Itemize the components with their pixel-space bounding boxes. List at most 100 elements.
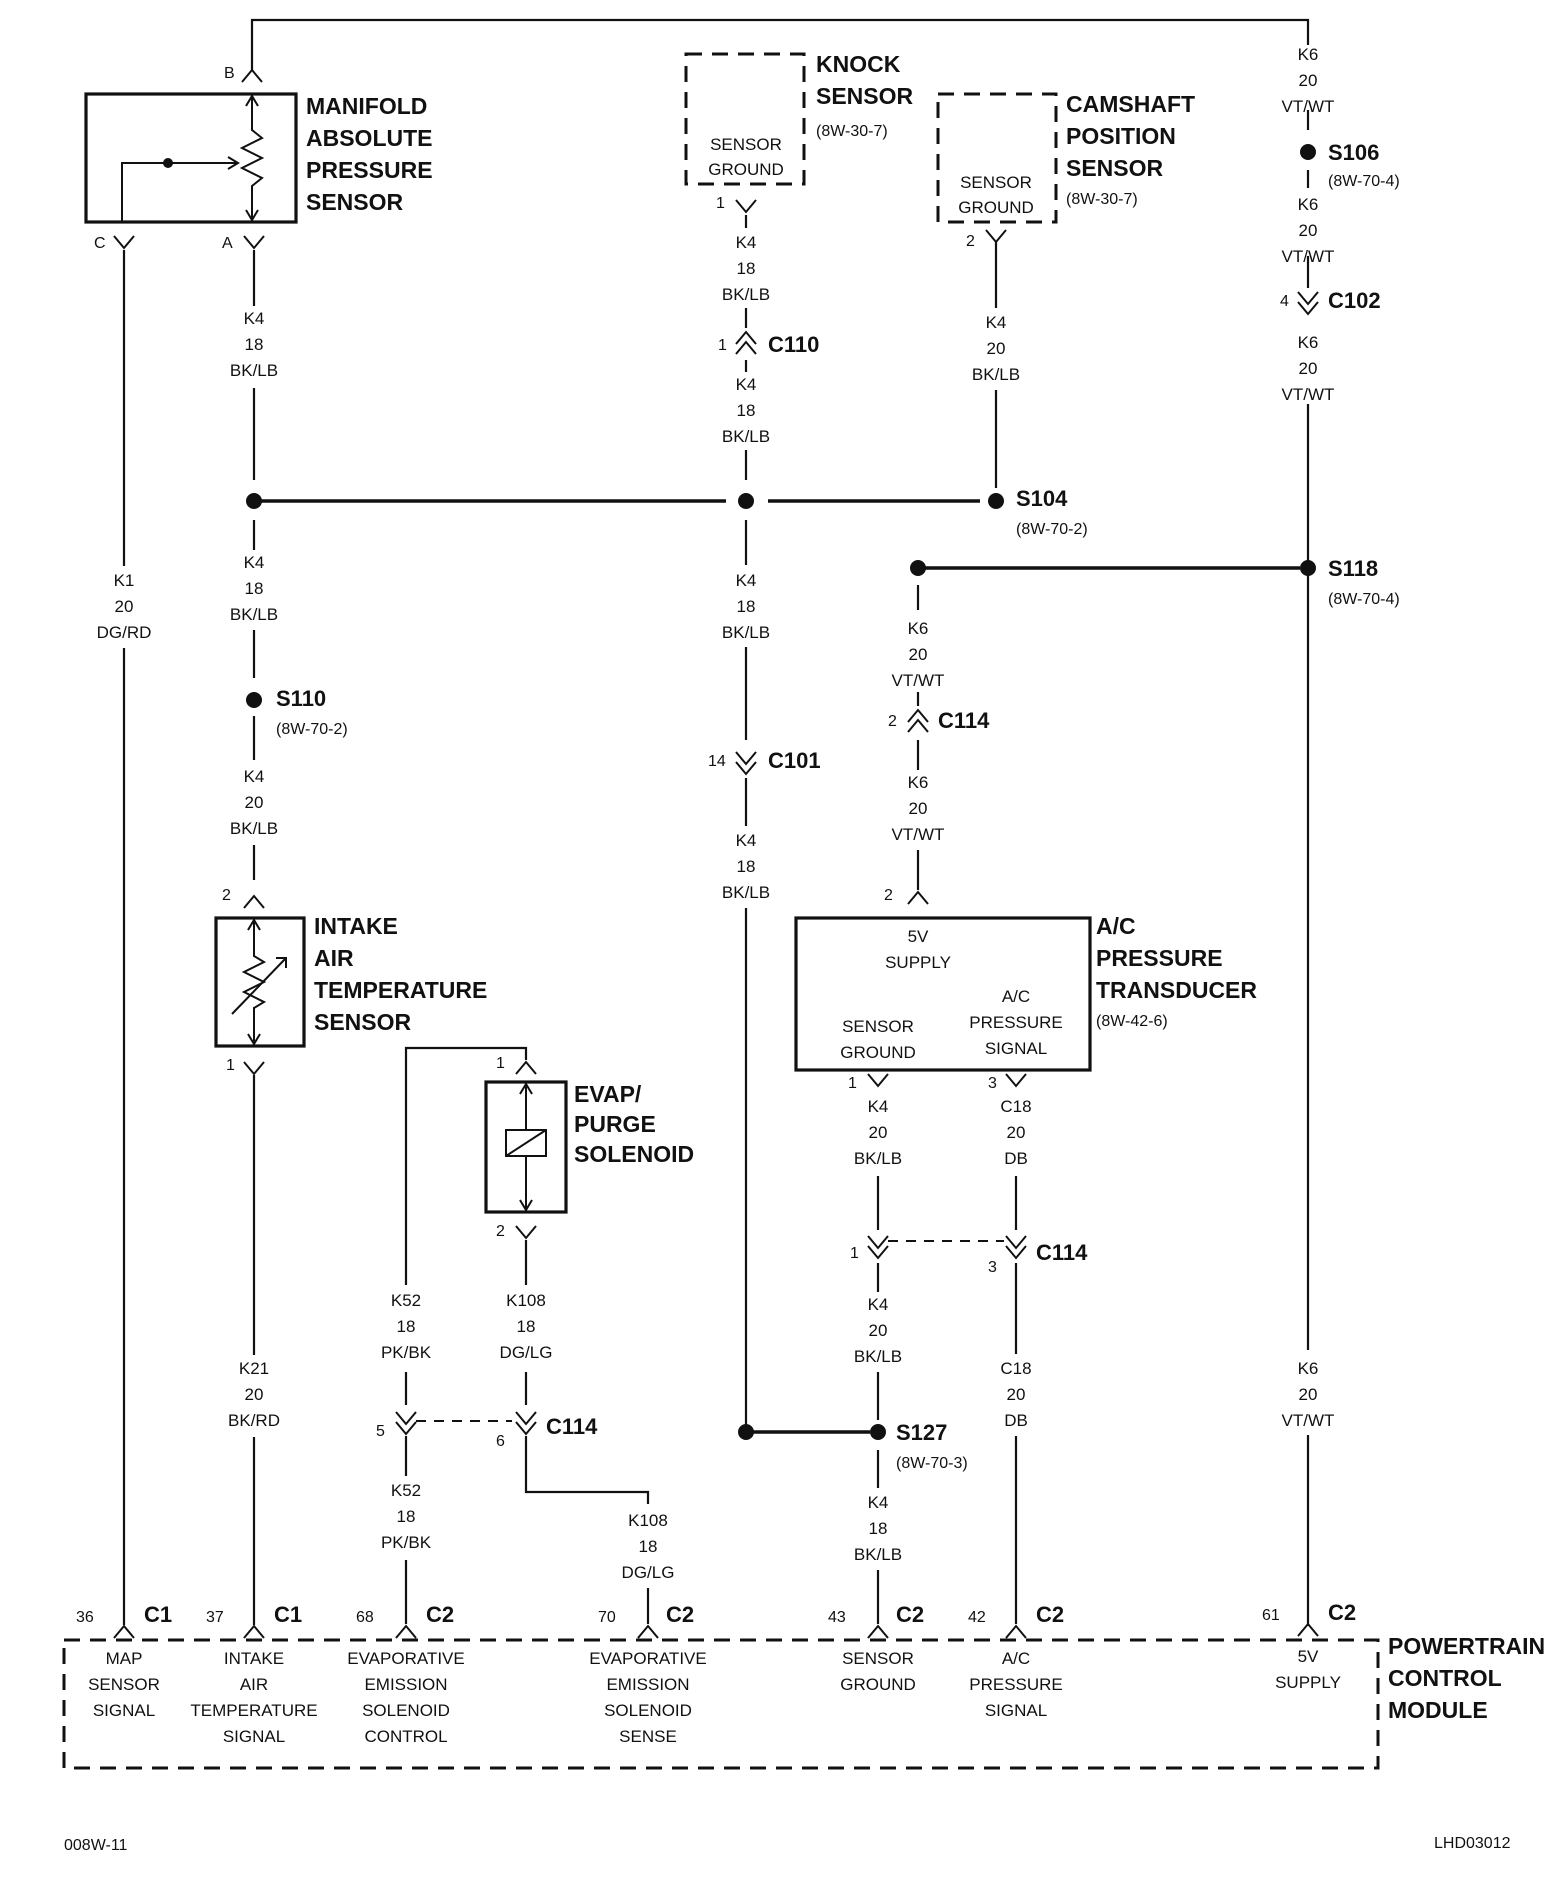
cam-ref: (8W-30-7) bbox=[1066, 191, 1138, 208]
knock-ref: (8W-30-7) bbox=[816, 123, 888, 140]
pcm-title-1: POWERTRAIN bbox=[1388, 1633, 1545, 1659]
terminal-map-c bbox=[113, 235, 135, 250]
wire-circuit: K108 bbox=[506, 1291, 546, 1310]
wire-circuit: K4 bbox=[244, 309, 265, 328]
knock-title-1: KNOCK bbox=[816, 51, 901, 77]
pcm-terminal-label: PRESSURE bbox=[969, 1675, 1063, 1694]
splice-labels: S104 (8W-70-2) S106 (8W-70-4) S110 (8W-7… bbox=[276, 140, 1400, 1472]
wire-gauge: 18 bbox=[737, 401, 756, 420]
connector-c114-k108-symbol bbox=[515, 1411, 537, 1436]
s110-name: S110 bbox=[276, 686, 326, 711]
wire-gauge: 18 bbox=[639, 1537, 658, 1556]
wire-circuit: K4 bbox=[736, 375, 757, 394]
pcm-terminal-label: SENSOR bbox=[842, 1649, 914, 1668]
pcm-terminal-label: TEMPERATURE bbox=[190, 1701, 317, 1720]
splice-dot-s127 bbox=[870, 1424, 886, 1440]
s118-ref: (8W-70-4) bbox=[1328, 591, 1400, 608]
terminal-iat-1 bbox=[243, 1061, 265, 1076]
wire-label-ac-k4-low: K4 18 BK/LB bbox=[854, 1493, 902, 1564]
pcm-terminal-36: 36 C1 MAP SENSOR SIGNAL bbox=[76, 1602, 172, 1720]
terminal-pcm-37 bbox=[243, 1624, 265, 1639]
iat-title-1: INTAKE bbox=[314, 913, 398, 939]
wire-color: BK/LB bbox=[972, 365, 1020, 384]
wire-gauge: 20 bbox=[115, 597, 134, 616]
wire-gauge: 20 bbox=[987, 339, 1006, 358]
cam-title-2: POSITION bbox=[1066, 123, 1176, 149]
iat-pin-top: 2 bbox=[222, 887, 231, 904]
camshaft-sensor-inner-1: SENSOR bbox=[960, 173, 1032, 192]
ac-supply-label-1: 5V bbox=[908, 927, 929, 946]
pcm-terminal-70: 70 C2 EVAPORATIVE EMISSION SOLENOID SENS… bbox=[589, 1602, 706, 1746]
c114-k52-pin: 5 bbox=[376, 1423, 385, 1440]
terminal-ac-2 bbox=[907, 890, 929, 905]
powertrain-control-module bbox=[62, 1638, 1380, 1770]
c101-pin: 14 bbox=[708, 753, 726, 770]
cam-pin: 2 bbox=[966, 233, 975, 250]
wire-gauge: 18 bbox=[737, 857, 756, 876]
wire-label-k6-top: K6 20 VT/WT bbox=[1282, 45, 1335, 116]
terminal-evap-1 bbox=[515, 1060, 537, 1075]
map-pin-a: A bbox=[222, 235, 233, 252]
wire-label-k21: K21 20 BK/RD bbox=[228, 1359, 280, 1430]
pcm-connector-name: C2 bbox=[1036, 1602, 1064, 1627]
iat-sensor-top-arrow-icon bbox=[247, 918, 261, 931]
ac-transducer-box bbox=[794, 916, 1092, 1072]
knock-title-2: SENSOR bbox=[816, 83, 914, 109]
pcm-terminal-label: EVAPORATIVE bbox=[589, 1649, 706, 1668]
wire-k52-1 bbox=[404, 1046, 528, 1285]
terminal-cam-2 bbox=[985, 229, 1007, 244]
wire-color: VT/WT bbox=[892, 671, 945, 690]
wire-color: BK/LB bbox=[722, 427, 770, 446]
c102-pin: 4 bbox=[1280, 293, 1289, 310]
pcm-terminal-label: SOLENOID bbox=[362, 1701, 450, 1720]
splice-dot-s118 bbox=[1300, 560, 1316, 576]
splice-dot-center-bus bbox=[738, 493, 754, 509]
wire-gauge: 20 bbox=[869, 1123, 888, 1142]
splice-dot-s127-left bbox=[738, 1424, 754, 1440]
pcm-connector-name: C1 bbox=[144, 1602, 172, 1627]
s127-ref: (8W-70-3) bbox=[896, 1455, 968, 1472]
terminal-pcm-43 bbox=[867, 1624, 889, 1639]
wire-gauge: 18 bbox=[397, 1317, 416, 1336]
wire-k108-3 bbox=[524, 1436, 650, 1504]
pcm-terminal-label: AIR bbox=[240, 1675, 268, 1694]
c114-ground-pin: 1 bbox=[850, 1245, 859, 1262]
pcm-pin-number: 37 bbox=[206, 1609, 224, 1626]
ac-supply-label-2: SUPPLY bbox=[885, 953, 951, 972]
map-title-3: PRESSURE bbox=[306, 157, 433, 183]
wire-color: PK/BK bbox=[381, 1533, 432, 1552]
pcm-terminal-label: SIGNAL bbox=[985, 1701, 1047, 1720]
map-title-2: ABSOLUTE bbox=[306, 125, 433, 151]
wire-color: VT/WT bbox=[1282, 385, 1335, 404]
evap-title-3: SOLENOID bbox=[574, 1141, 694, 1167]
splice-dot-left-bus bbox=[246, 493, 262, 509]
wire-gauge: 20 bbox=[245, 793, 264, 812]
pcm-pin-number: 36 bbox=[76, 1609, 94, 1626]
wire-color: BK/LB bbox=[722, 623, 770, 642]
ac-ground-label-1: SENSOR bbox=[842, 1017, 914, 1036]
pcm-terminal-label: CONTROL bbox=[364, 1727, 447, 1746]
map-sensor-arrow-icon bbox=[121, 156, 240, 222]
ac-pin-supply: 2 bbox=[884, 887, 893, 904]
wire-color: DB bbox=[1004, 1149, 1028, 1168]
camshaft-sensor-box bbox=[936, 92, 1058, 224]
pcm-connector-name: C2 bbox=[666, 1602, 694, 1627]
map-sensor-a-arrow-icon bbox=[245, 209, 259, 222]
terminal-ac-1 bbox=[867, 1073, 889, 1088]
wire-color: BK/LB bbox=[230, 605, 278, 624]
ac-signal-label-1: A/C bbox=[1002, 987, 1030, 1006]
s106-name: S106 bbox=[1328, 140, 1379, 165]
wire-color: BK/RD bbox=[228, 1411, 280, 1430]
pcm-terminal-61: 61 C2 5V SUPPLY bbox=[1262, 1600, 1356, 1692]
wire-color: VT/WT bbox=[1282, 97, 1335, 116]
pcm-pin-number: 61 bbox=[1262, 1607, 1280, 1624]
map-title-1: MANIFOLD bbox=[306, 93, 427, 119]
map-sensor-resistor-icon bbox=[239, 94, 265, 222]
wire-circuit: C18 bbox=[1000, 1359, 1031, 1378]
evap-solenoid-coil-icon bbox=[505, 1129, 547, 1157]
terminal-iat-2 bbox=[243, 894, 265, 909]
wire-circuit: K108 bbox=[628, 1511, 668, 1530]
map-sensor-wiper-dot bbox=[163, 158, 173, 168]
wire-circuit: K52 bbox=[391, 1481, 421, 1500]
